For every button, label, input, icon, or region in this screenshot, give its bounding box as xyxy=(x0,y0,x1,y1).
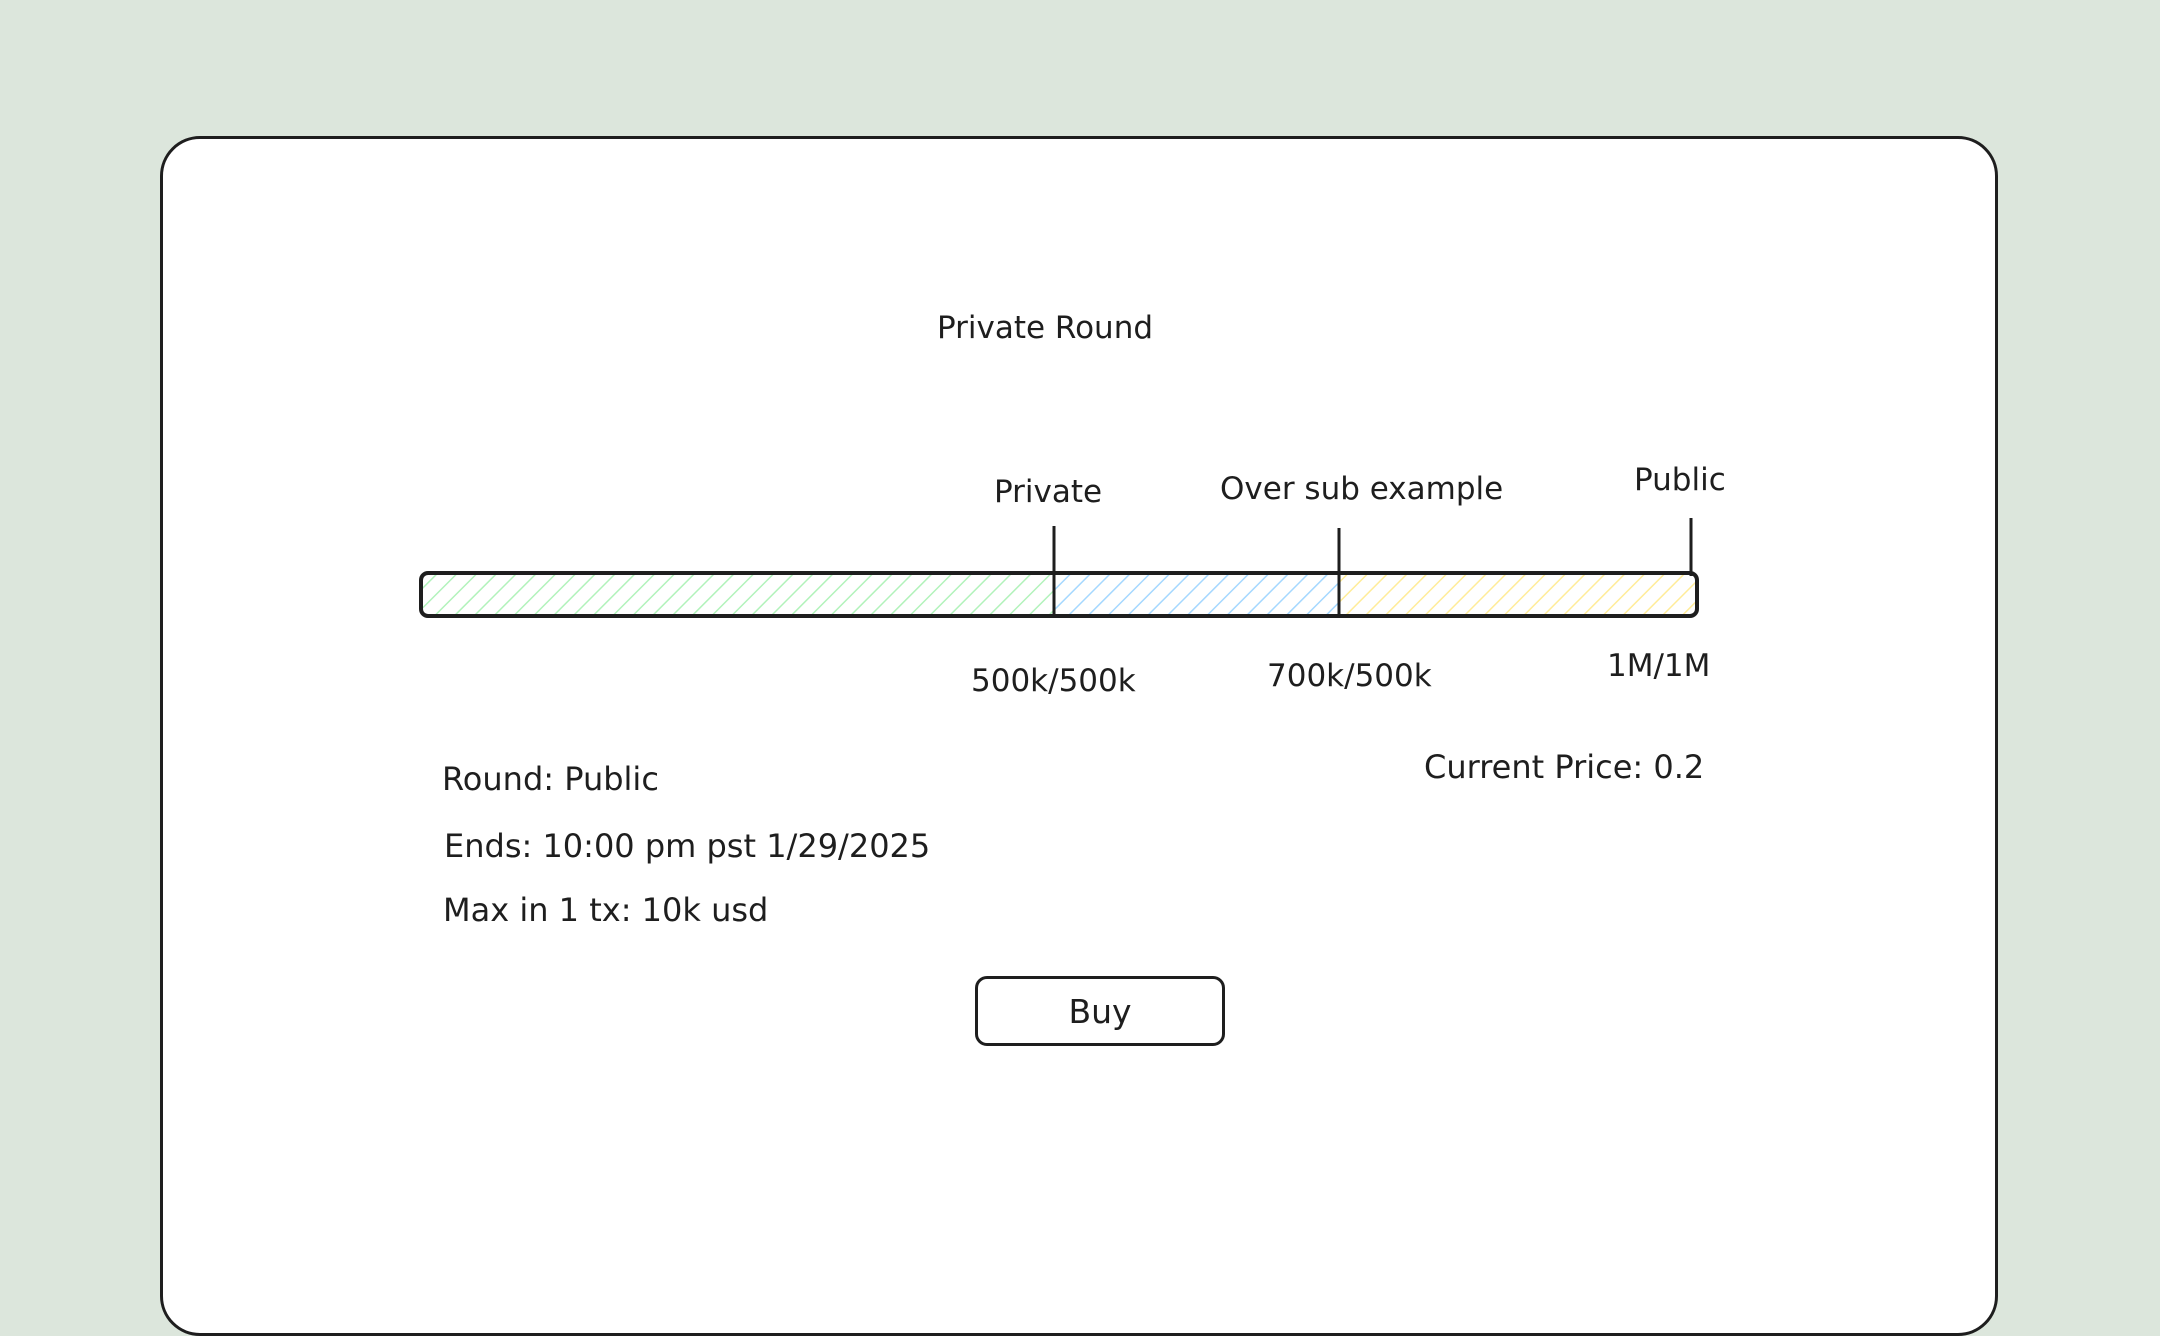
round-info: Round: Public xyxy=(442,760,659,798)
segment-label-over-sub: Over sub example xyxy=(1220,471,1504,507)
max-tx-info: Max in 1 tx: 10k usd xyxy=(443,891,769,929)
segment-value-public: 1M/1M xyxy=(1607,648,1711,684)
current-price-info: Current Price: 0.2 xyxy=(1424,748,1705,786)
buy-button[interactable]: Buy xyxy=(975,976,1225,1046)
page-title: Private Round xyxy=(937,310,1154,346)
segment-value-private: 500k/500k xyxy=(971,663,1136,699)
app-frame xyxy=(160,136,1998,1336)
segment-label-private: Private xyxy=(994,474,1103,510)
end-time-info: Ends: 10:00 pm pst 1/29/2025 xyxy=(444,827,931,865)
segment-label-public: Public xyxy=(1634,462,1726,498)
segment-value-over-sub: 700k/500k xyxy=(1267,658,1432,694)
